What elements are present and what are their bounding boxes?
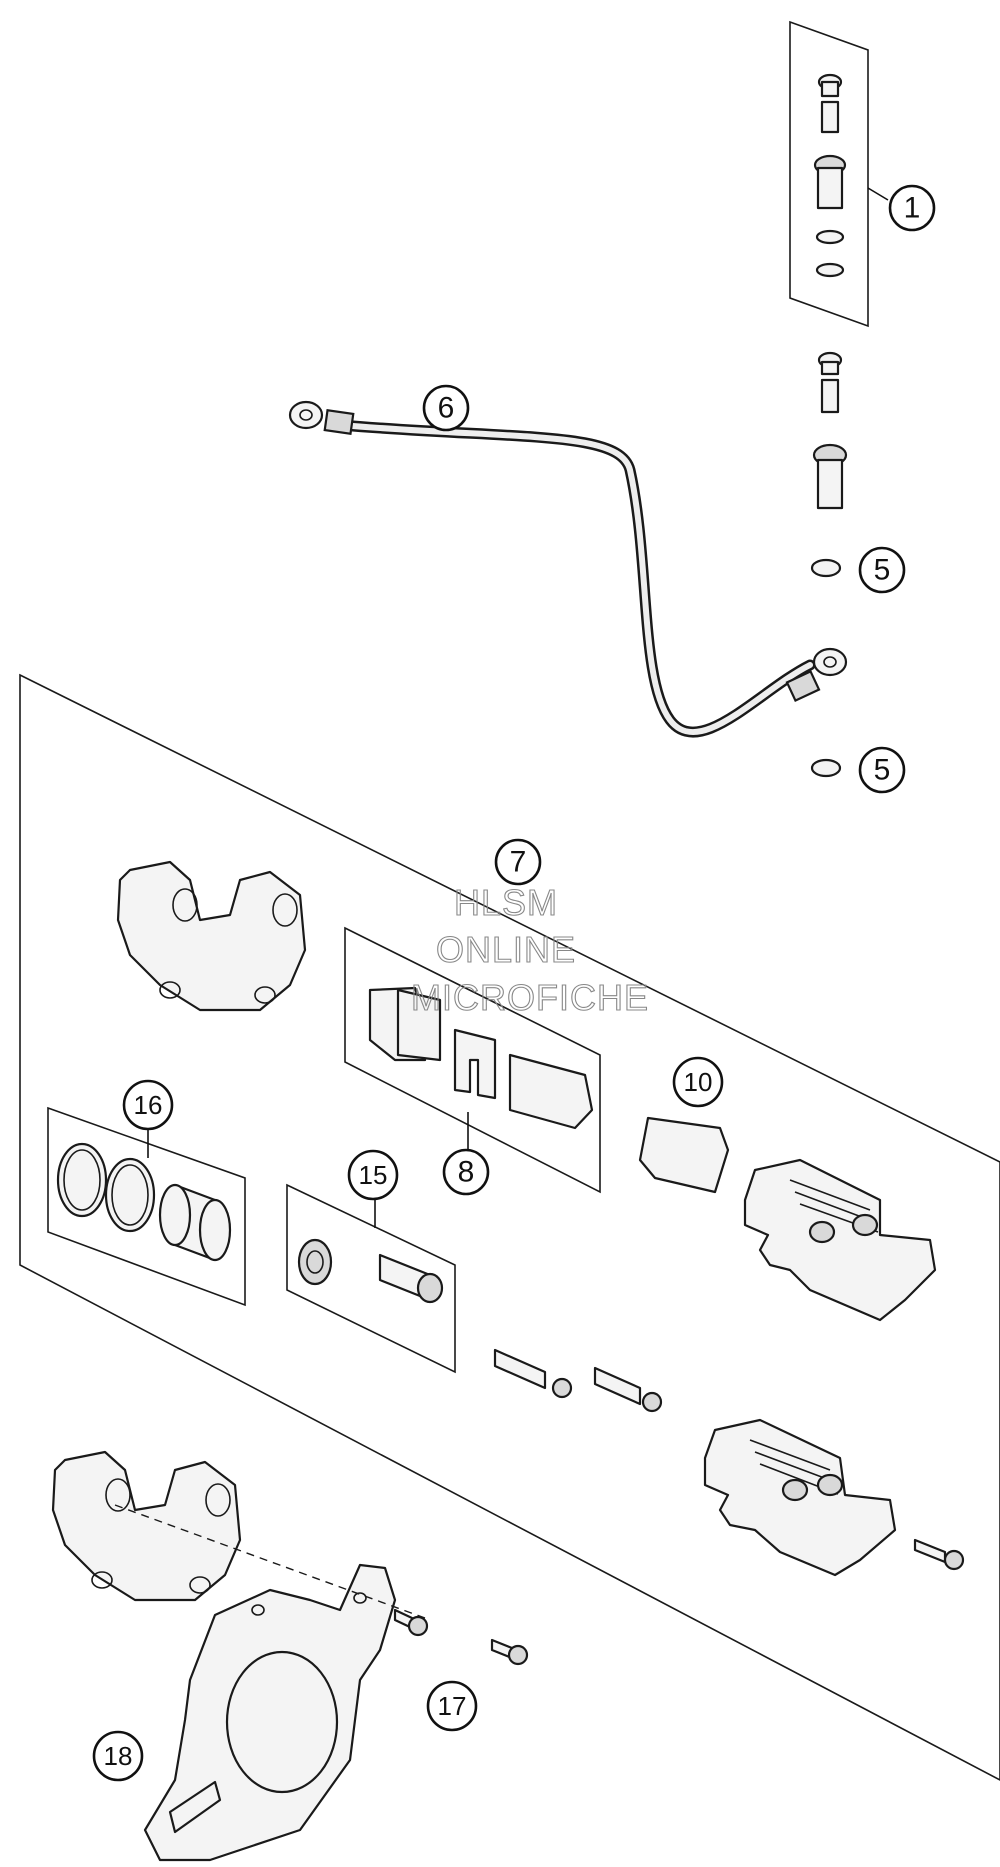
piston-seal-kit-panel <box>47 1106 246 1307</box>
svg-text:7: 7 <box>510 846 527 879</box>
callout-6: 6 <box>422 384 470 432</box>
callout-5-upper: 5 <box>858 546 906 594</box>
brake-pad-panel <box>344 926 601 1194</box>
callout-17: 17 <box>426 1680 478 1732</box>
brake-caliper-upper <box>743 1158 937 1322</box>
callout-16: 16 <box>122 1079 174 1131</box>
brake-caliper-carrier <box>143 1563 397 1862</box>
bleeder-kit-panel <box>789 20 889 328</box>
svg-text:5: 5 <box>874 754 891 787</box>
seal-ring-2 <box>104 1157 156 1233</box>
watermark: HLSM ONLINE MICROFICHE <box>410 881 649 1018</box>
svg-text:18: 18 <box>104 1741 133 1771</box>
watermark-line1: HLSM <box>454 882 558 923</box>
callout-10: 10 <box>672 1056 724 1108</box>
caliper-bolt-right <box>913 1538 965 1571</box>
svg-text:1: 1 <box>904 192 921 225</box>
callout-1: 1 <box>888 184 936 232</box>
brake-pad-right <box>508 1053 594 1130</box>
seal-ring-1 <box>56 1142 108 1218</box>
watermark-line3: MICROFICHE <box>411 977 649 1018</box>
callout-15: 15 <box>347 1149 399 1201</box>
carrier-bolts <box>393 1608 529 1666</box>
bleeder-kit-parts <box>813 73 847 278</box>
washer-lower <box>810 758 842 778</box>
svg-text:6: 6 <box>438 392 455 425</box>
svg-text:16: 16 <box>134 1090 163 1120</box>
watermark-line2: ONLINE <box>436 929 576 970</box>
guide-pins <box>493 1348 663 1413</box>
callout-7: 7 <box>494 838 542 886</box>
callout-8: 8 <box>442 1148 490 1196</box>
dust-boot <box>297 1238 333 1286</box>
callout-18: 18 <box>92 1730 144 1782</box>
svg-text:17: 17 <box>438 1691 467 1721</box>
svg-text:10: 10 <box>684 1067 713 1097</box>
bleeder-screw-parts <box>812 351 848 510</box>
pad-spring <box>453 1028 497 1100</box>
caliper-support-bracket-upper <box>116 860 307 1012</box>
svg-text:5: 5 <box>874 554 891 587</box>
svg-text:8: 8 <box>458 1156 475 1189</box>
carrier-center-hole <box>225 1650 339 1794</box>
brake-caliper-lower <box>703 1418 897 1577</box>
boot-kit-panel <box>286 1183 456 1374</box>
caliper-assembly-panel <box>19 673 1000 1781</box>
washer-upper <box>810 558 842 578</box>
brake-line <box>288 400 848 738</box>
pad-backing-shim <box>638 1116 730 1194</box>
caliper-support-bracket-lower <box>51 1450 242 1602</box>
svg-text:15: 15 <box>359 1160 388 1190</box>
callout-5-lower: 5 <box>858 746 906 794</box>
